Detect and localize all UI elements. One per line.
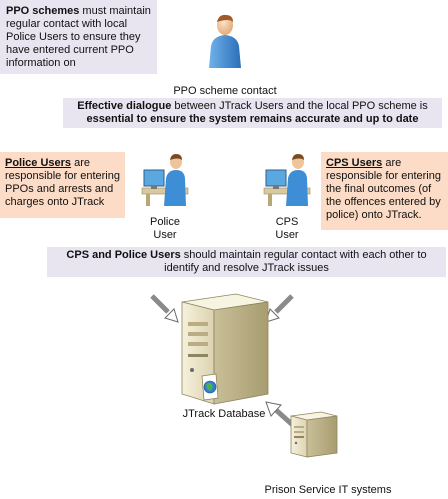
police-users-title: Police Users: [5, 157, 72, 169]
effective-dialogue-box: Effective dialogue between JTrack Users …: [63, 98, 442, 128]
police-user-workstation-icon: [141, 154, 189, 206]
cps-police-contact-box: CPS and Police Users should maintain reg…: [47, 247, 446, 277]
cps-user-workstation-icon: [263, 154, 311, 206]
prison-service-server-icon: [290, 411, 338, 458]
cps-user-label: CPS User: [275, 216, 299, 241]
ppo-contact-person-icon: [209, 14, 241, 68]
jtrack-database-label: JTrack Database: [182, 408, 266, 420]
prison-service-label: Prison Service IT systems: [264, 484, 392, 496]
ppo-schemes-title: PPO schemes: [6, 5, 80, 17]
cps-users-title: CPS Users: [326, 157, 383, 169]
ppo-schemes-box: PPO schemes must maintain regular contac…: [0, 0, 157, 74]
ppo-contact-label: PPO scheme contact: [173, 85, 277, 97]
police-user-label: Police User: [150, 216, 180, 241]
arrow-cps-to-db: [265, 294, 294, 323]
cps-users-box: CPS Users are responsible for entering t…: [321, 152, 448, 230]
police-users-box: Police Users are responsible for enterin…: [0, 152, 125, 218]
jtrack-database-server-icon: [181, 293, 269, 405]
arrow-police-to-db: [150, 294, 179, 323]
